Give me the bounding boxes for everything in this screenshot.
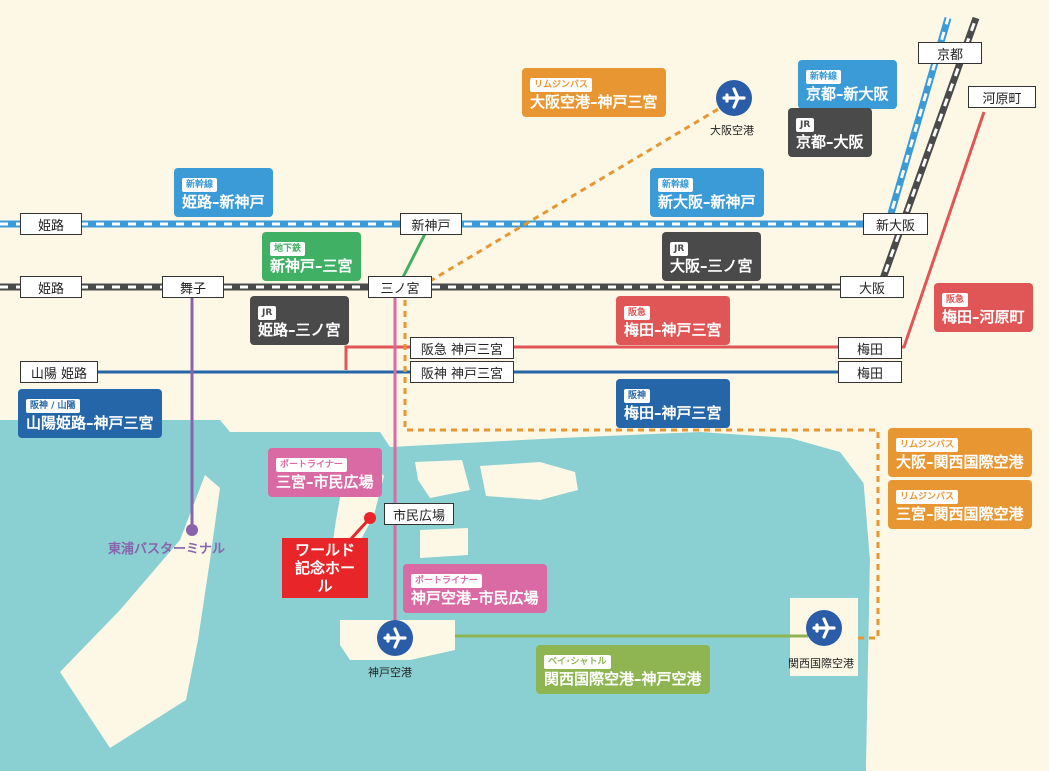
venue-line-2: 記念ホール <box>294 559 355 595</box>
route-shinkansen-kyoto-shinosaka: 新幹線京都–新大阪 <box>798 60 897 109</box>
route-text: 梅田–神戸三宮 <box>624 321 722 339</box>
route-text: 新大阪–新神戸 <box>658 193 756 211</box>
route-hankyu-umeda-kawaramachi: 阪急梅田–河原町 <box>934 283 1033 332</box>
pier-3 <box>420 528 468 558</box>
route-text: 梅田–神戸三宮 <box>624 404 722 422</box>
route-shinkansen-shinosaka-shinkobe: 新幹線新大阪–新神戸 <box>650 168 764 217</box>
route-text: 三宮–関西国際空港 <box>896 505 1024 523</box>
route-text: 三宮–市民広場 <box>276 473 374 491</box>
route-tag: リムジンバス <box>530 78 593 92</box>
route-tag: JR <box>796 118 815 132</box>
route-text: 姫路–三ノ宮 <box>258 321 341 339</box>
pier-2 <box>480 462 578 500</box>
route-hanshin-umeda-kobe-sannomiya: 阪神梅田–神戸三宮 <box>616 379 730 428</box>
route-tag: 地下鉄 <box>270 242 306 256</box>
terminal-dot <box>186 524 198 536</box>
route-limousine-osaka-kansai: リムジンバス大阪–関西国際空港 <box>888 428 1032 477</box>
venue-line-1: ワールド <box>294 541 355 559</box>
route-text: 山陽姫路–神戸三宮 <box>26 414 154 432</box>
maiko-reclaimed-land <box>60 475 220 748</box>
route-text: 京都–大阪 <box>796 133 864 151</box>
station-maiko[interactable]: 舞子 <box>162 276 224 298</box>
airport-label-osaka: 大阪空港 <box>710 124 754 137</box>
station-osaka[interactable]: 大阪 <box>840 276 904 298</box>
route-limousine-sannomiya-kansai: リムジンバス三宮–関西国際空港 <box>888 480 1032 529</box>
route-text: 梅田–河原町 <box>942 308 1025 326</box>
route-text: 関西国際空港–神戸空港 <box>544 670 702 688</box>
route-text: 大阪–三ノ宮 <box>670 257 753 275</box>
route-hanshin-sanyo-himeji-kobe-sannomiya: 阪神 / 山陽山陽姫路–神戸三宮 <box>18 389 162 438</box>
airplane-icon[interactable] <box>716 80 752 116</box>
limousine-kansai-line <box>403 300 880 640</box>
hankyu-line <box>344 111 986 370</box>
route-limousine-osaka-airport-sannomiya: リムジンバス大阪空港–神戸三宮 <box>522 68 666 117</box>
airport-label-kobe: 神戸空港 <box>368 666 412 679</box>
route-portliner-sannomiya-shimin-hiroba: ポートライナー三宮–市民広場 <box>268 448 382 497</box>
route-tag: 阪急 <box>942 293 969 307</box>
station-himeji-jr[interactable]: 姫路 <box>20 276 82 298</box>
airport-label-kansai: 関西国際空港 <box>788 657 854 670</box>
route-bay-shuttle-kansai-kobe-airport: ベイ･シャトル関西国際空港–神戸空港 <box>536 645 710 694</box>
route-text: 神戸空港–市民広場 <box>411 589 539 607</box>
station-shinkobe[interactable]: 新神戸 <box>400 213 462 235</box>
airplane-icon[interactable] <box>806 610 842 646</box>
route-tag: 新幹線 <box>182 178 218 192</box>
route-tag: 阪急 <box>624 306 651 320</box>
station-kyoto[interactable]: 京都 <box>918 42 982 64</box>
venue-dot <box>364 512 376 524</box>
limousine-osaka-airport-line <box>419 106 721 289</box>
route-text: 京都–新大阪 <box>806 85 889 103</box>
station-sanyo-himeji[interactable]: 山陽 姫路 <box>20 361 98 383</box>
route-tag: ベイ･シャトル <box>544 655 611 669</box>
route-tag: リムジンバス <box>896 490 959 504</box>
station-kawaramachi[interactable]: 河原町 <box>968 86 1036 108</box>
route-tag: ポートライナー <box>276 458 347 472</box>
station-shinosaka[interactable]: 新大阪 <box>863 213 928 235</box>
station-umeda-hankyu[interactable]: 梅田 <box>838 337 902 359</box>
route-text: 大阪–関西国際空港 <box>896 453 1024 471</box>
venue-world-memorial-hall[interactable]: ワールド 記念ホール <box>282 538 368 598</box>
station-hanshin-kobe-sannomiya[interactable]: 阪神 神戸三宮 <box>410 361 514 383</box>
route-shinkansen-himeji-shinkobe: 新幹線姫路–新神戸 <box>174 168 273 217</box>
route-text: 新神戸–三宮 <box>270 257 353 275</box>
station-sannomiya[interactable]: 三ノ宮 <box>368 276 432 298</box>
route-tag: JR <box>258 306 277 320</box>
station-hankyu-kobe-sannomiya[interactable]: 阪急 神戸三宮 <box>410 337 514 359</box>
terminal-label: 東浦バスターミナル <box>108 542 226 557</box>
station-umeda-hanshin[interactable]: 梅田 <box>838 361 902 383</box>
pier-1 <box>415 460 470 498</box>
route-subway-shinkobe-sannomiya: 地下鉄新神戸–三宮 <box>262 232 361 281</box>
route-tag: JR <box>670 242 689 256</box>
route-tag: 新幹線 <box>658 178 694 192</box>
route-text: 大阪空港–神戸三宮 <box>530 93 658 111</box>
station-himeji-shinkansen[interactable]: 姫路 <box>20 213 82 235</box>
route-portliner-kobe-airport-shimin-hiroba: ポートライナー神戸空港–市民広場 <box>403 564 547 613</box>
station-shimin-hiroba[interactable]: 市民広場 <box>384 503 454 525</box>
route-hankyu-umeda-kobe-sannomiya: 阪急梅田–神戸三宮 <box>616 296 730 345</box>
route-tag: 新幹線 <box>806 70 842 84</box>
route-tag: リムジンバス <box>896 438 959 452</box>
route-text: 姫路–新神戸 <box>182 193 265 211</box>
airplane-icon[interactable] <box>377 620 413 656</box>
route-tag: 阪神 <box>624 389 651 403</box>
route-tag: ポートライナー <box>411 574 482 588</box>
route-tag: 阪神 / 山陽 <box>26 399 80 413</box>
